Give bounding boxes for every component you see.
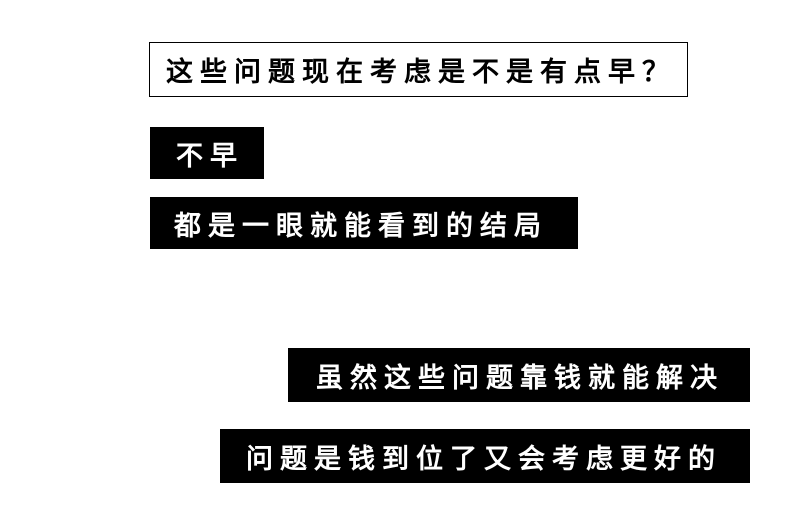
answer-text-4: 问题是钱到位了又会考虑更好的 <box>246 443 722 475</box>
answer-banner-2: 都是一眼就能看到的结局 <box>150 197 578 249</box>
answer-text-1: 不早 <box>176 140 244 172</box>
answer-text-2: 都是一眼就能看到的结局 <box>174 210 548 242</box>
answer-text-3: 虽然这些问题靠钱就能解决 <box>316 362 724 394</box>
question-text: 这些问题现在考虑是不是有点早？ <box>166 57 676 88</box>
answer-banner-4: 问题是钱到位了又会考虑更好的 <box>220 429 750 483</box>
question-banner: 这些问题现在考虑是不是有点早？ <box>149 42 688 97</box>
answer-banner-3: 虽然这些问题靠钱就能解决 <box>288 348 750 402</box>
answer-banner-1: 不早 <box>150 127 264 179</box>
